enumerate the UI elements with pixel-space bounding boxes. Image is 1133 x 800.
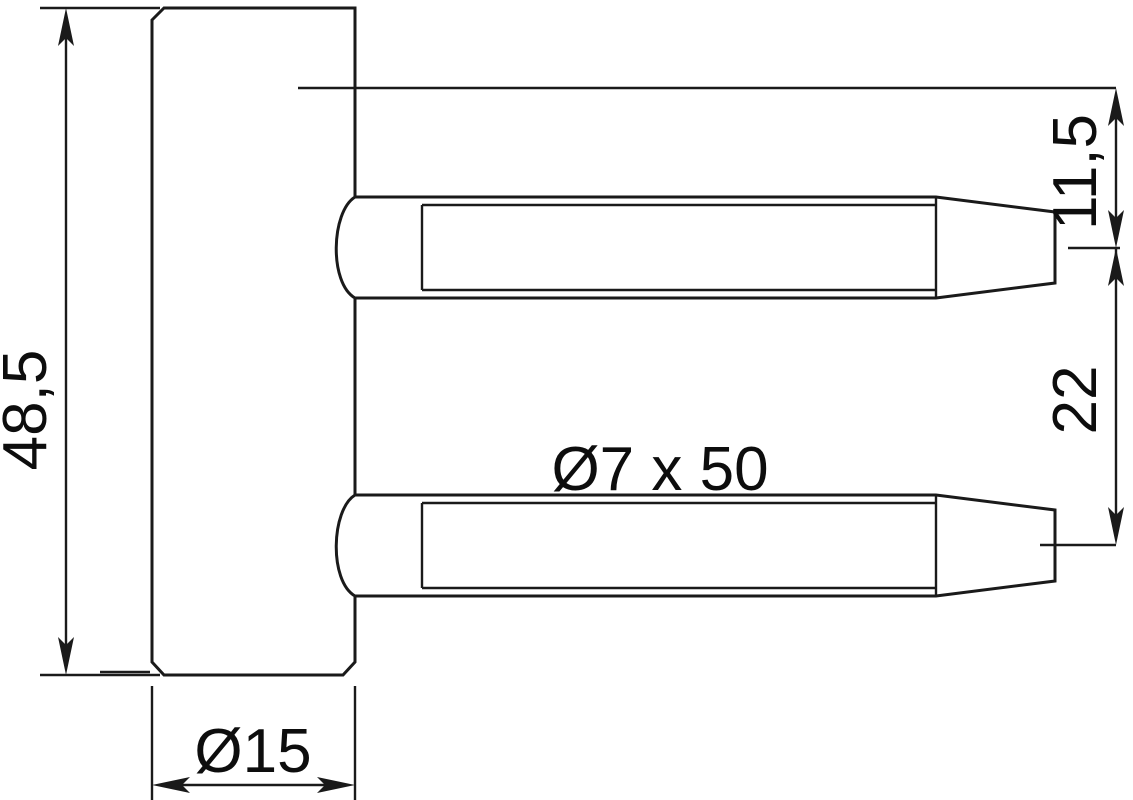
- dim-48-5-arrow-top: [58, 8, 74, 46]
- dim-22-label: 22: [1041, 366, 1110, 435]
- dim-22-arrow-top: [1108, 248, 1124, 286]
- upper-pin-group: [334, 195, 1057, 300]
- dim-48-5-arrow-bottom: [58, 637, 74, 675]
- upper-pin-outline: [334, 195, 1057, 300]
- pin-spec-label: Ø7 x 50: [551, 435, 768, 504]
- hinge-body-outline: [150, 6, 357, 677]
- dim-22-arrow-bottom: [1108, 507, 1124, 545]
- lower-pin-outline: [334, 493, 1057, 598]
- dimension-d15: Ø15: [152, 717, 355, 793]
- hinge-body-group: [150, 6, 357, 677]
- dimension-11-5: 11,5: [1041, 88, 1124, 248]
- reference-lines-group: [40, 6, 1120, 800]
- dimension-48-5: 48,5: [0, 8, 74, 675]
- dim-11-5-arrow-bottom: [1108, 210, 1124, 248]
- dim-d15-label: Ø15: [194, 717, 311, 786]
- dim-11-5-arrow-top: [1108, 88, 1124, 126]
- label-pin-spec: Ø7 x 50: [551, 435, 768, 504]
- dimension-22: 22: [1041, 248, 1124, 545]
- lower-pin-group: [334, 493, 1057, 598]
- dim-d15-arrow-left: [152, 777, 190, 793]
- dim-d15-arrow-right: [317, 777, 355, 793]
- dim-11-5-label: 11,5: [1041, 114, 1110, 230]
- dim-48-5-label: 48,5: [0, 350, 60, 471]
